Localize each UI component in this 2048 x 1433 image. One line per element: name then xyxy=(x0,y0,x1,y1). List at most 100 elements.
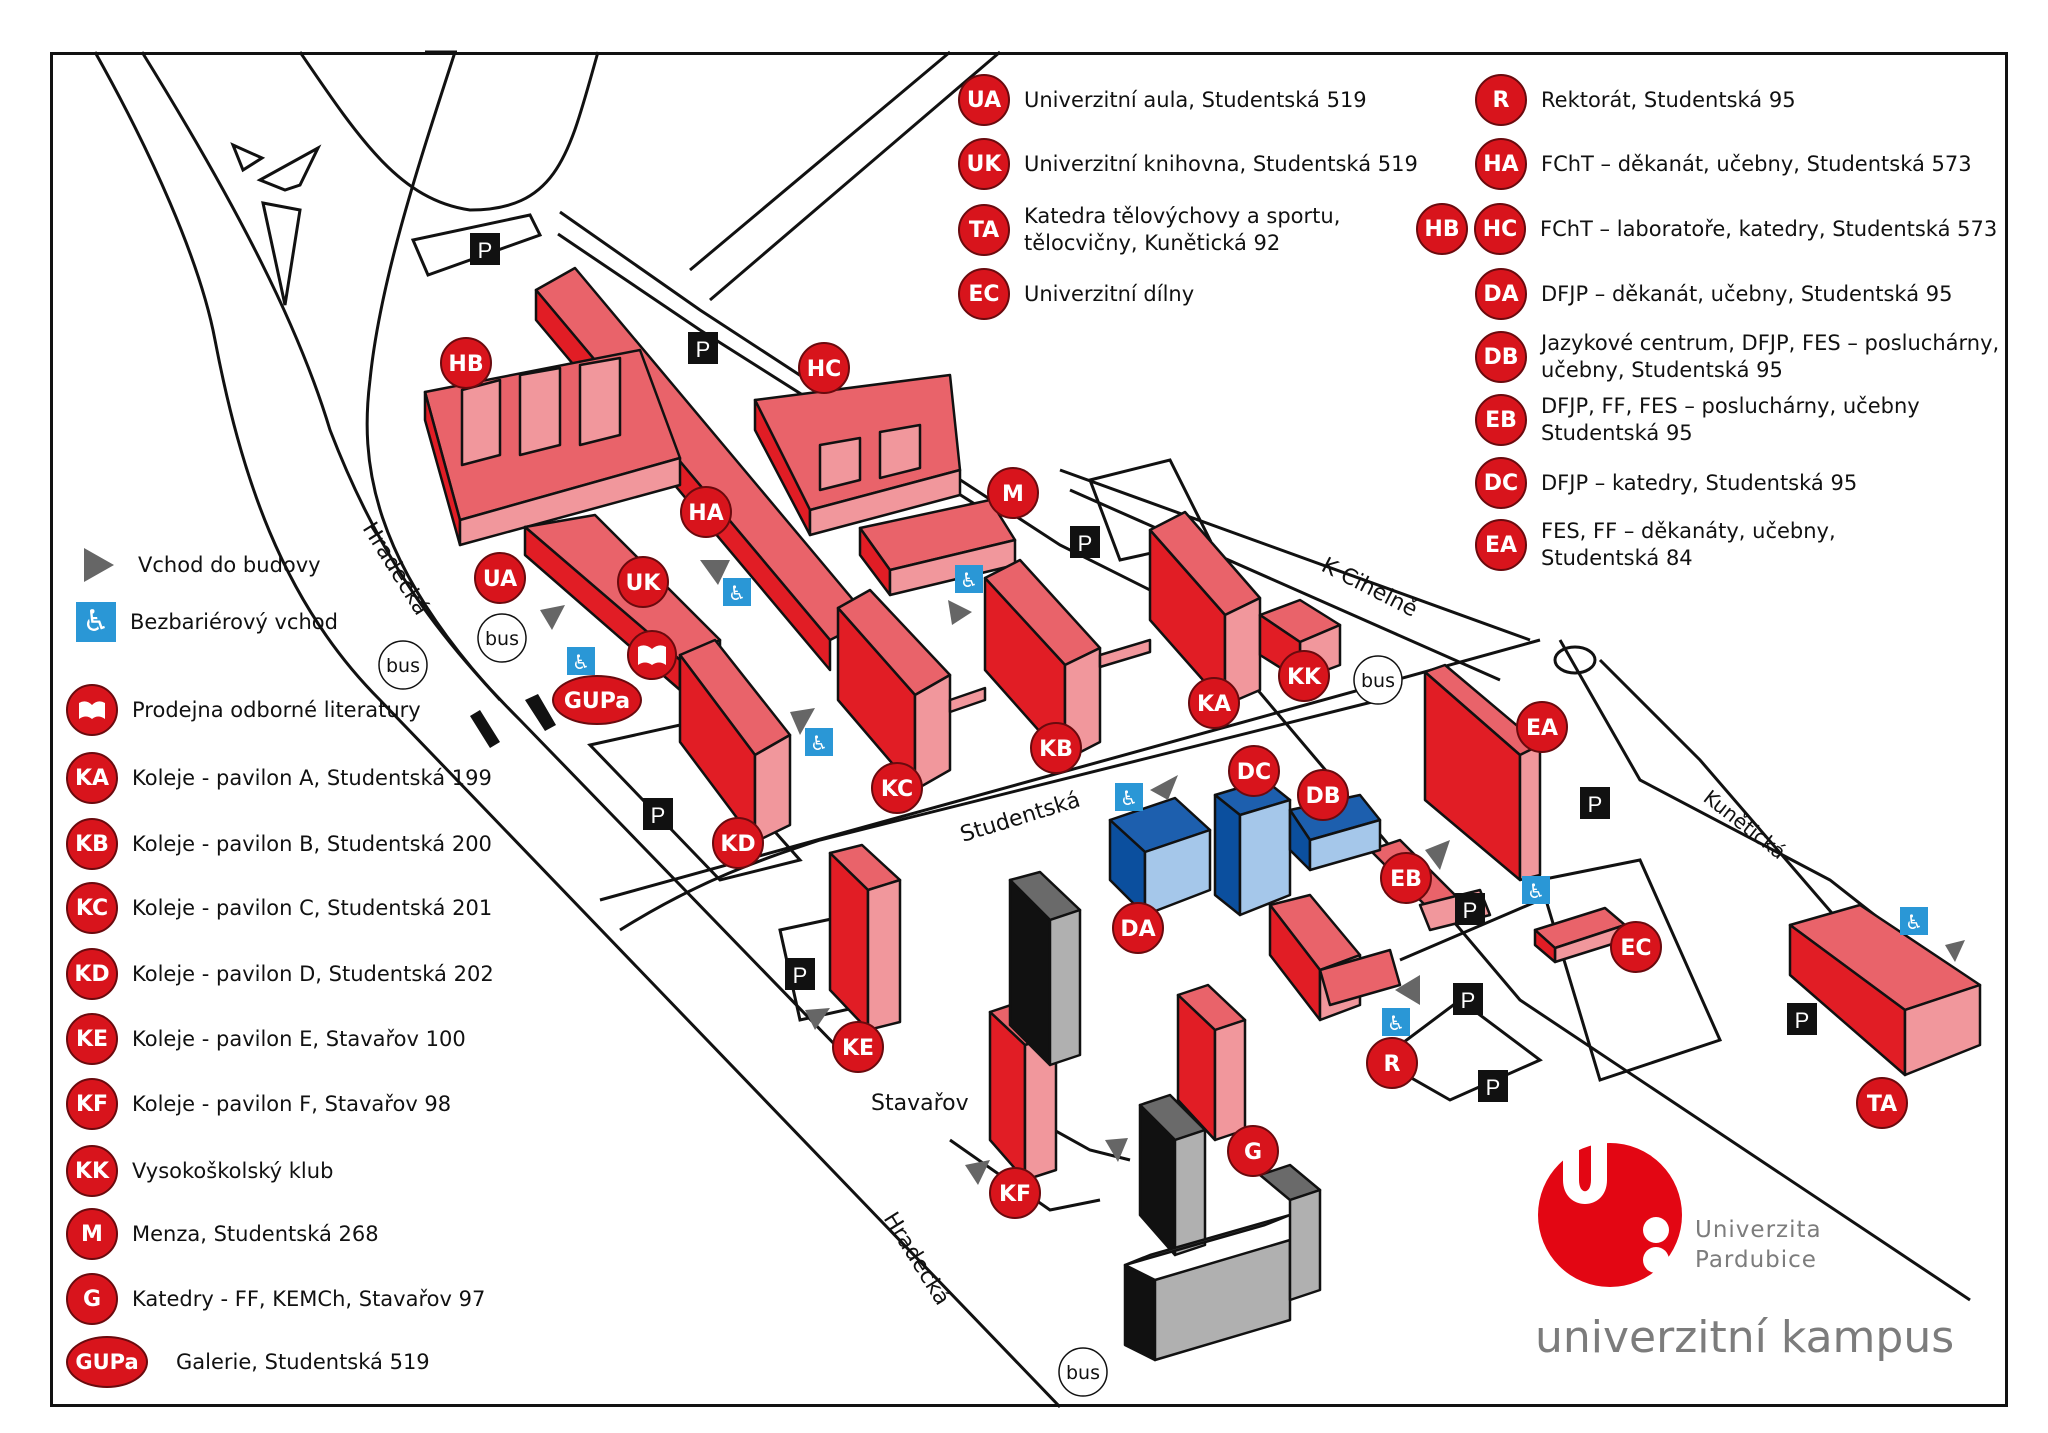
university-logo xyxy=(1535,1140,1685,1290)
map-badge-hb[interactable]: HB xyxy=(440,337,492,389)
map-badge-kc[interactable]: KC xyxy=(871,762,923,814)
badge-kc: KC xyxy=(66,882,118,934)
svg-text:P: P xyxy=(651,803,666,828)
map-badge-kf[interactable]: KF xyxy=(989,1167,1041,1219)
svg-text:♿: ♿ xyxy=(572,652,590,674)
street-label-hradecka-south: Hradecká xyxy=(878,1208,955,1310)
map-badge-ta[interactable]: TA xyxy=(1856,1077,1908,1129)
parking-lot xyxy=(410,213,543,277)
map-badge-label: G xyxy=(1244,1140,1262,1165)
svg-text:P: P xyxy=(1588,792,1603,817)
badge-g: G xyxy=(66,1273,118,1325)
legend-label: Prodejna odborné literatury xyxy=(132,697,421,722)
badge-da: DA xyxy=(1475,268,1527,320)
svg-text:bus: bus xyxy=(386,655,420,677)
map-badge-kd[interactable]: KD xyxy=(712,817,764,869)
map-badge-m[interactable]: M xyxy=(987,467,1039,519)
legend-label: DFJP – děkanát, učebny, Studentská 95 xyxy=(1541,281,1953,306)
bookshop-map-icon[interactable] xyxy=(627,630,677,680)
building-da xyxy=(1108,796,1212,917)
badge-kd: KD xyxy=(66,948,118,1000)
entrance-arrow-icon xyxy=(1395,975,1420,1005)
legend-label: Koleje - pavilon E, Stavařov 100 xyxy=(132,1026,466,1051)
map-badge-db[interactable]: DB xyxy=(1297,769,1349,821)
map-badge-r[interactable]: R xyxy=(1366,1037,1418,1089)
entrance-arrow-icon xyxy=(805,1008,830,1030)
legend-label: Bezbariérový vchod xyxy=(130,609,338,634)
logo-dot xyxy=(1643,1217,1669,1243)
map-badge-da[interactable]: DA xyxy=(1112,902,1164,954)
badge-dc: DC xyxy=(1475,457,1527,509)
legend-label: Jazykové centrum, DFJP, FES – posluchárn… xyxy=(1541,331,2000,382)
entrance-arrow-icon xyxy=(1105,1138,1128,1162)
legend-label: Koleje - pavilon C, Studentská 201 xyxy=(132,895,493,920)
parking-sign: P xyxy=(643,798,673,830)
map-badge-hc[interactable]: HC xyxy=(798,342,850,394)
map-badge-ec[interactable]: EC xyxy=(1610,921,1662,973)
building-hb xyxy=(423,348,682,547)
map-badge-gupa[interactable]: GUPa xyxy=(552,675,642,725)
svg-text:P: P xyxy=(478,238,493,263)
badge-kb: KB xyxy=(66,818,118,870)
map-badge-g[interactable]: G xyxy=(1227,1125,1279,1177)
parking-sign: P xyxy=(1455,893,1485,925)
badge-hb: HB xyxy=(1416,203,1468,255)
map-badge-uk[interactable]: UK xyxy=(617,556,669,608)
svg-text:P: P xyxy=(793,963,808,988)
bus-stop: bus xyxy=(1353,655,1403,705)
logo-name: Univerzita Pardubice xyxy=(1695,1215,1822,1275)
map-badge-label: KE xyxy=(842,1036,874,1061)
map-badge-label: DA xyxy=(1120,917,1155,942)
svg-text:♿: ♿ xyxy=(1527,881,1545,903)
wheelchair-icons: ♿ ♿ ♿ ♿ ♿ ♿ ♿ ♿ xyxy=(567,565,1928,1036)
building-ka xyxy=(1148,510,1262,707)
road-diagonal-upper-2 xyxy=(709,50,1001,302)
svg-text:♿: ♿ xyxy=(1120,788,1138,810)
map-frame xyxy=(50,52,2008,1407)
entrance-arrow-icon xyxy=(700,560,730,585)
legend-label: DFJP – katedry, Studentská 95 xyxy=(1541,470,1858,495)
map-badge-ua[interactable]: UA xyxy=(474,552,526,604)
badge-hc: HC xyxy=(1474,203,1526,255)
building-ke xyxy=(828,843,902,1032)
map-badge-label: EA xyxy=(1526,716,1558,741)
map-badge-label: UK xyxy=(626,571,662,596)
svg-text:P: P xyxy=(1486,1075,1501,1100)
parking-signs: P P P P P P P P P P xyxy=(470,233,1817,1102)
map-badge-kb[interactable]: KB xyxy=(1030,722,1082,774)
svg-text:♿: ♿ xyxy=(1905,912,1923,934)
map-badge-kk[interactable]: KK xyxy=(1278,650,1330,702)
map-badge-ka[interactable]: KA xyxy=(1188,677,1240,729)
map-badge-dc[interactable]: DC xyxy=(1228,745,1280,797)
legend-label: Vchod do budovy xyxy=(138,552,321,577)
map-badge-label: HB xyxy=(448,352,483,377)
map-badge-eb[interactable]: EB xyxy=(1380,852,1432,904)
parking-sign: P xyxy=(785,958,815,990)
entrance-arrow-icon xyxy=(1945,940,1965,962)
bus-stops: bus bus bus bus xyxy=(378,613,1403,1397)
logo-name-line1: Univerzita xyxy=(1695,1217,1822,1243)
map-badge-ha[interactable]: HA xyxy=(680,486,732,538)
map-badge-ke[interactable]: KE xyxy=(832,1021,884,1073)
wheelchair-icon: ♿ xyxy=(955,565,983,593)
map-badge-ea[interactable]: EA xyxy=(1516,701,1568,753)
legend-label: DFJP, FF, FES – posluchárny, učebny Stud… xyxy=(1541,394,1920,445)
street-label-hradecka-north: Hradecká xyxy=(357,518,434,620)
legend-label: Vysokoškolský klub xyxy=(132,1158,334,1183)
road-north-east-edge xyxy=(559,210,1971,1302)
legend-label: Univerzitní knihovna, Studentská 519 xyxy=(1024,151,1418,176)
map-badge-label: KA xyxy=(1197,692,1231,717)
wheelchair-icon: ♿ xyxy=(1382,1008,1410,1036)
road-hradecka-west-edge xyxy=(93,51,1062,1409)
badge-ta: TA xyxy=(958,204,1010,256)
building-g xyxy=(1176,983,1247,1142)
